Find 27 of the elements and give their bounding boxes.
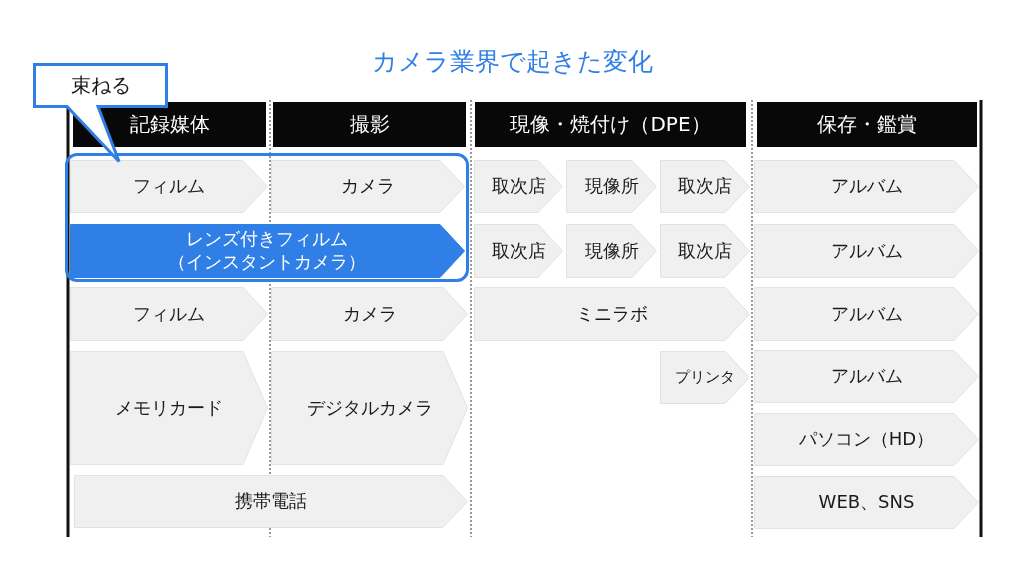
process-step: メモリカード bbox=[70, 351, 268, 465]
process-step: カメラ bbox=[271, 287, 468, 341]
group-frame bbox=[65, 153, 469, 282]
process-step: アルバム bbox=[754, 224, 979, 278]
process-step: レンズ付きフィルム（インスタントカメラ） bbox=[69, 223, 465, 278]
process-step: アルバム bbox=[754, 287, 979, 341]
process-step: カメラ bbox=[270, 159, 465, 213]
process-step: フィルム bbox=[70, 287, 268, 341]
process-step: 携帯電話 bbox=[74, 475, 468, 528]
process-step: 現像所 bbox=[566, 160, 657, 213]
diagram-title: カメラ業界で起きた変化 bbox=[371, 45, 653, 78]
process-step: 取次店 bbox=[474, 160, 563, 213]
process-step: アルバム bbox=[754, 350, 979, 403]
column-header: 現像・焼付け（DPE） bbox=[475, 102, 746, 147]
process-step: アルバム bbox=[754, 160, 979, 213]
process-step: 取次店 bbox=[474, 224, 563, 278]
process-step: WEB、SNS bbox=[754, 476, 979, 529]
process-step: 現像所 bbox=[566, 224, 657, 278]
process-step: フィルム bbox=[69, 159, 268, 213]
process-step: デジタルカメラ bbox=[271, 351, 468, 465]
process-step: ミニラボ bbox=[474, 287, 750, 341]
process-step: 取次店 bbox=[660, 160, 750, 213]
process-step: プリンタ bbox=[660, 351, 750, 404]
process-step: 取次店 bbox=[660, 224, 750, 278]
column-header: 保存・鑑賞 bbox=[757, 102, 977, 147]
process-step: パソコン（HD） bbox=[754, 413, 979, 466]
column-header: 撮影 bbox=[273, 102, 466, 147]
